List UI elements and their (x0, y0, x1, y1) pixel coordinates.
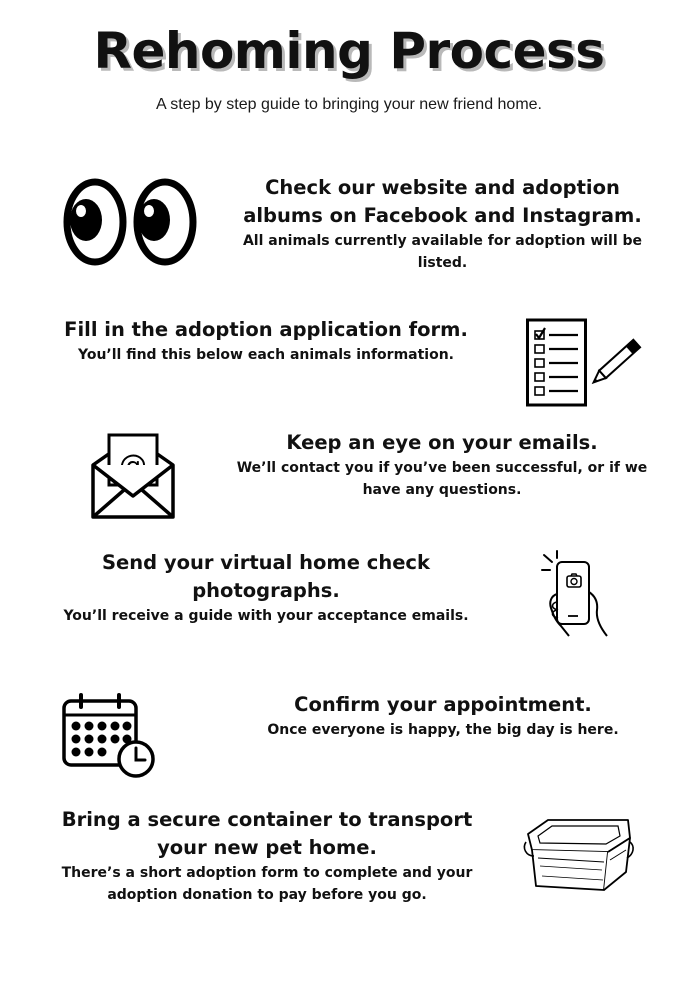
page-subtitle: A step by step guide to bringing your ne… (155, 96, 542, 113)
step-6-detail: There’s a short adoption form to complet… (61, 865, 473, 903)
step-3: Keep an eye on your emails. We’ll contac… (232, 429, 652, 501)
step-2-heading: Fill in the adoption application form. (64, 318, 468, 341)
step-5-detail: Once everyone is happy, the big day is h… (267, 722, 619, 738)
step-2-detail: You’ll find this below each animals info… (77, 347, 455, 363)
step-2: Fill in the adoption application form. Y… (40, 316, 492, 366)
step-4-heading: Send your virtual home check photographs… (102, 551, 430, 602)
step-3-heading: Keep an eye on your emails. (286, 431, 598, 454)
step-1-detail: All animals currently available for adop… (242, 233, 643, 271)
step-4-detail: You’ll receive a guide with your accepta… (63, 608, 469, 624)
eyes-icon (62, 176, 202, 268)
step-3-detail: We’ll contact you if you’ve been success… (236, 460, 648, 498)
email-icon: @ (90, 432, 176, 520)
phone-camera-icon (541, 550, 615, 640)
step-4: Send your virtual home check photographs… (46, 549, 486, 627)
step-6-heading: Bring a secure container to transport yo… (61, 808, 473, 859)
page-title: Rehoming Process (93, 22, 605, 80)
pet-carrier-box-icon (523, 812, 634, 892)
calendar-clock-icon (61, 693, 157, 783)
checklist-icon (526, 318, 642, 408)
step-6: Bring a secure container to transport yo… (40, 806, 494, 906)
step-1: Check our website and adoption albums on… (225, 174, 660, 274)
step-5: Confirm your appointment. Once everyone … (248, 691, 638, 741)
step-1-heading: Check our website and adoption albums on… (243, 176, 642, 227)
step-5-heading: Confirm your appointment. (294, 693, 592, 716)
